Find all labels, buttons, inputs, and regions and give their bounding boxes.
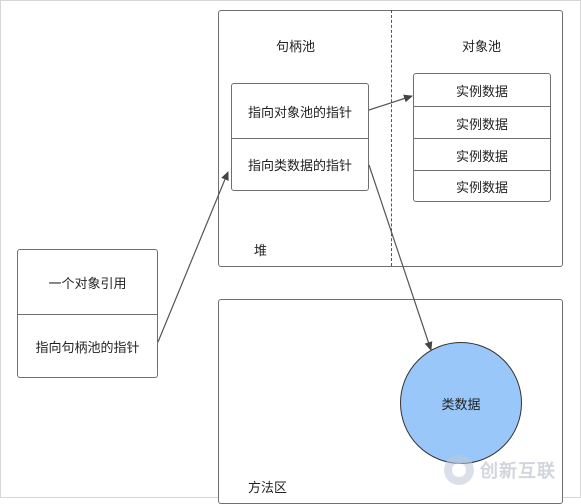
- handle-pool-title: 句柄池: [276, 40, 316, 55]
- pointer-to-class-data: 指向类数据的指针: [232, 138, 368, 190]
- heap-pool-divider: [391, 10, 392, 266]
- arrow-handle-to-object-pool: [368, 94, 413, 111]
- pointer-to-object-pool: 指向对象池的指针: [247, 105, 352, 121]
- instance-data-row: 实例数据: [455, 84, 508, 100]
- arrow-handle-to-class-data: [368, 164, 433, 351]
- heap-label: 堆: [254, 244, 268, 259]
- instance-data-row: 实例数据: [414, 106, 550, 139]
- watermark-text: 创新互联: [480, 461, 556, 481]
- watermark: 创新互联: [444, 454, 574, 486]
- handle-pool-box: 指向对象池的指针 指向类数据的指针: [231, 83, 369, 191]
- object-reference-label: 一个对象引用: [48, 276, 127, 292]
- class-data-circle: 类数据: [400, 342, 522, 464]
- class-data-label: 类数据: [441, 397, 481, 413]
- object-pool-title: 对象池: [462, 40, 502, 55]
- method-area-label: 方法区: [248, 481, 288, 496]
- object-reference-box: 一个对象引用 指向句柄池的指针: [17, 249, 158, 378]
- pointer-to-handle-pool-label: 指向句柄池的指针: [18, 314, 157, 377]
- arrow-reference-to-handle: [157, 171, 229, 343]
- instance-data-row: 实例数据: [414, 138, 550, 171]
- object-pool-box: 实例数据 实例数据 实例数据 实例数据: [413, 73, 551, 202]
- watermark-logo-icon: [444, 455, 474, 485]
- instance-data-row: 实例数据: [414, 170, 550, 201]
